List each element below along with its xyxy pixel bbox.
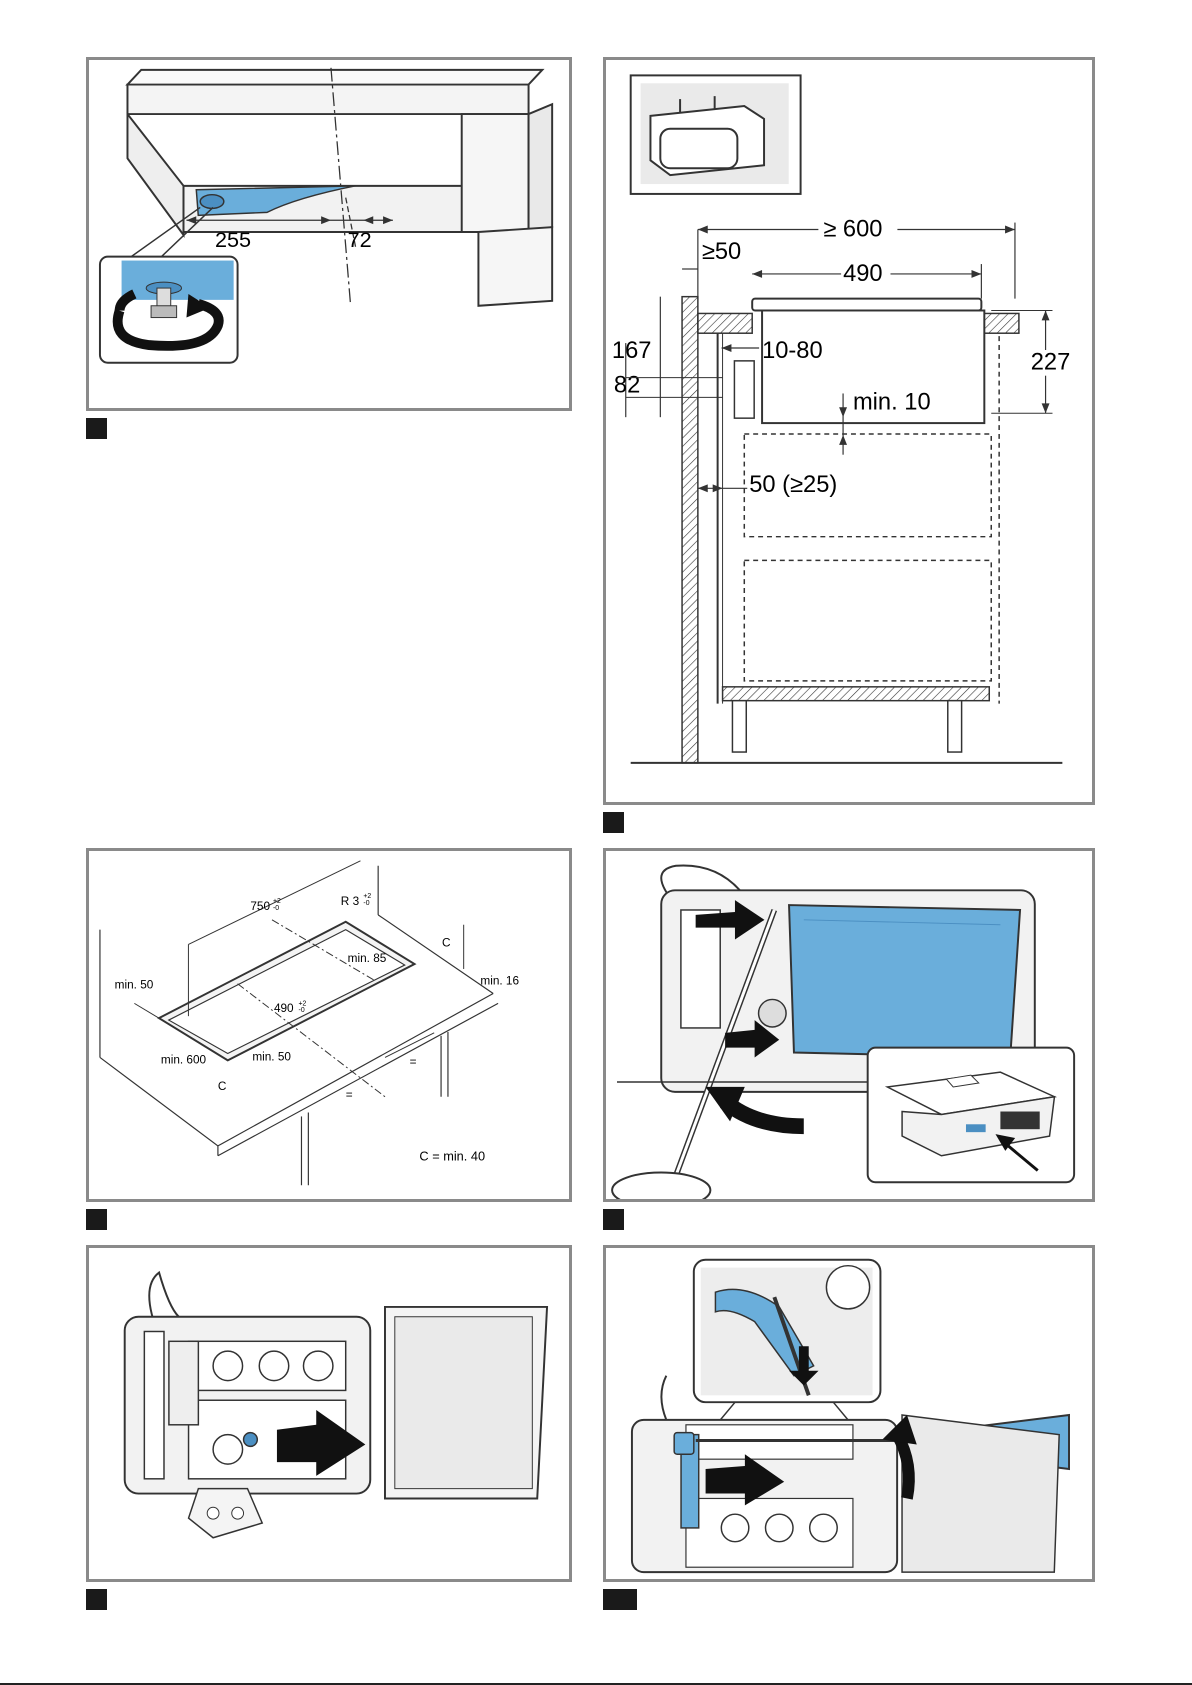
dim-50-25: 50 (≥25) [749, 472, 837, 498]
filter-clip-illustration [606, 1248, 1092, 1579]
cutout-dimensions-diagram: 750 +2 -0 R 3 +2 -0 min. 85 C min. 16 mi… [89, 851, 569, 1199]
dim-min-50-left: min. 50 [115, 979, 154, 992]
dim-10-80: 10-80 [762, 338, 823, 364]
dim-c-right: C [442, 936, 451, 949]
dim-167: 167 [612, 338, 652, 364]
dim-227: 227 [1031, 350, 1071, 376]
figure-1-panel: 255 72 [86, 57, 572, 411]
dim-750: 750 [250, 900, 270, 913]
dim-255: 255 [215, 227, 251, 252]
fan-module-illustration [89, 1248, 569, 1579]
installation-clearance-diagram: ≥ 600 ≥50 490 167 10-80 82 227 min. 10 [606, 60, 1092, 802]
figure-1-tag [86, 418, 107, 439]
figure-6-panel [603, 1245, 1095, 1582]
figure-4-panel [603, 848, 1095, 1202]
dim-min-10: min. 10 [853, 389, 931, 415]
hob-removal-illustration [606, 851, 1092, 1199]
dim-min-85: min. 85 [348, 952, 387, 965]
dim-490: 490 [274, 1002, 294, 1015]
dim-82: 82 [614, 372, 640, 398]
dim-600: ≥ 600 [823, 216, 882, 242]
figure-5-tag [86, 1589, 107, 1610]
dim-min-50-front: min. 50 [252, 1050, 291, 1063]
figure-5-panel [86, 1245, 572, 1582]
dim-50: ≥50 [702, 239, 741, 265]
dim-c-left: C [218, 1080, 227, 1093]
figure-3-tag [86, 1209, 107, 1230]
figure-2-tag [603, 812, 624, 833]
figure-2-panel: ≥ 600 ≥50 490 167 10-80 82 227 min. 10 [603, 57, 1095, 805]
figure-6-tag [603, 1589, 637, 1610]
dim-490: 490 [843, 261, 883, 287]
dim-750-minus: -0 [273, 905, 279, 912]
dim-min-16: min. 16 [480, 975, 519, 988]
dim-min-600: min. 600 [161, 1053, 207, 1066]
hob-underside-illustration: 255 72 [89, 60, 569, 408]
dim-72: 72 [348, 227, 372, 252]
dim-equal-1: = [410, 1055, 417, 1068]
dim-r3-minus: -0 [363, 900, 369, 907]
figure-3-panel: 750 +2 -0 R 3 +2 -0 min. 85 C min. 16 mi… [86, 848, 572, 1202]
dim-r3: R 3 [341, 895, 360, 908]
dim-490-minus: -0 [299, 1007, 305, 1014]
note-c-min-40: C = min. 40 [419, 1149, 485, 1164]
figure-4-tag [603, 1209, 624, 1230]
dim-equal-2: = [346, 1089, 353, 1102]
